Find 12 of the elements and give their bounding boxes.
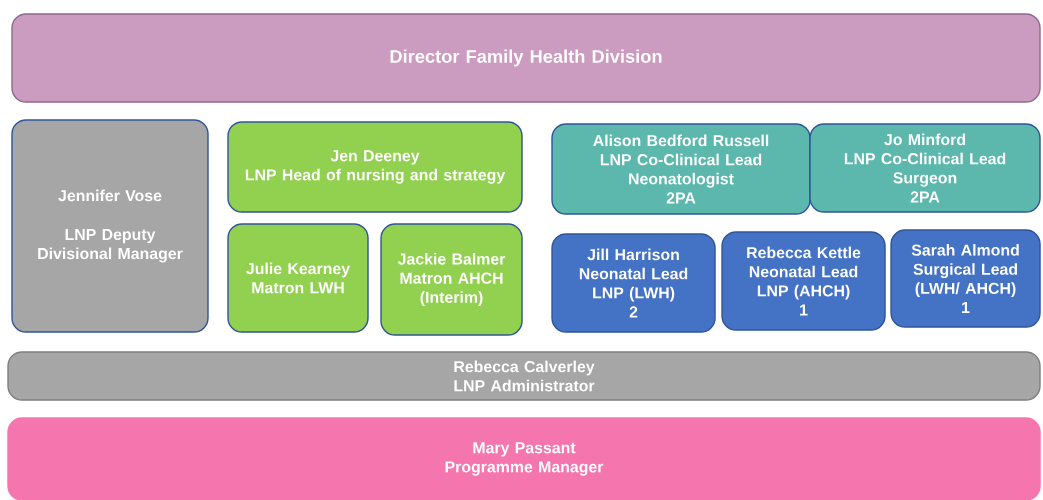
manager-bar: Mary Passant Programme Manager [7,417,1041,500]
division-header-box: Director Family Health Division [11,13,1041,103]
role-box: Sarah Almond Surgical Lead (LWH/ AHCH) 1 [890,229,1041,328]
role-box: Jo Minford LNP Co-Clinical Lead Surgeon 2PA [809,123,1041,213]
role-box: Jill Harrison Neonatal Lead LNP (LWH) 2 [551,233,716,333]
role-box: Jennifer Vose LNP Deputy Divisional Manager [11,119,209,333]
role-box: Julie Kearney Matron LWH [227,223,369,333]
role-box: Jackie Balmer Matron AHCH (Interim) [380,223,523,336]
administrator-bar: Rebecca Calverley LNP Administrator [7,351,1041,401]
role-box: Rebecca Kettle Neonatal Lead LNP (AHCH) 1 [721,231,886,331]
role-box: Jen Deeney LNP Head of nursing and strategy [227,121,523,213]
role-box: Alison Bedford Russell LNP Co-Clinical Lead Neonatologist 2PA [551,123,811,215]
